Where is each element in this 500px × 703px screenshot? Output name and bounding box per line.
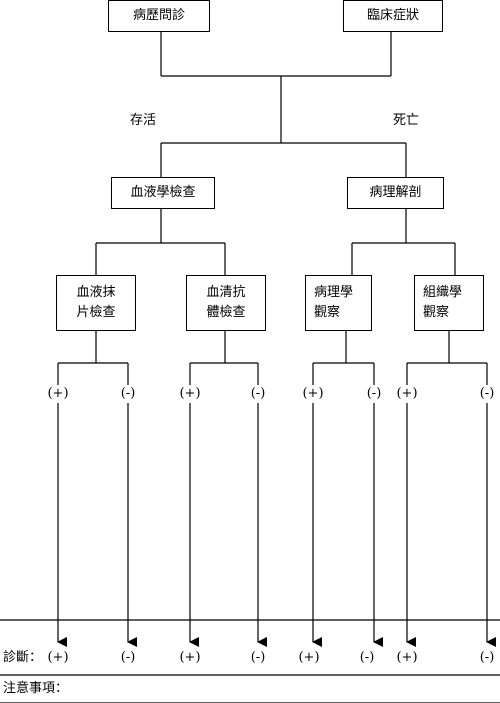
pathologic-observation-line-2: 觀察 [314, 305, 341, 320]
hematology-label: 血液學檢查 [130, 185, 196, 200]
histologic-observation-box: 組織學 觀察 [414, 275, 484, 331]
diagnosis-histologic-negative: (-) [478, 650, 496, 666]
symptoms-label: 臨床症狀 [366, 8, 419, 23]
pathologic-observation-line-1: 病理學 [314, 285, 354, 300]
histologic-observation-line-2: 觀察 [423, 305, 450, 320]
diagnosis-serum-negative: (-) [249, 650, 267, 666]
pathologic-observation-box: 病理學 觀察 [305, 275, 372, 331]
serum-positive-label: (+) [178, 386, 202, 402]
pathology-box: 病理解剖 [347, 177, 444, 209]
diagnosis-histologic-positive: (+) [395, 650, 419, 666]
diagnosis-serum-positive: (+) [178, 650, 202, 666]
diagnosis-pathologic-negative: (-) [358, 650, 376, 666]
serum-antibody-box: 血清抗 體檢查 [186, 275, 266, 331]
serum-antibody-line-2: 體檢查 [206, 305, 246, 320]
alive-label: 存活 [130, 113, 157, 129]
hematology-box: 血液學檢查 [111, 177, 215, 209]
serum-negative-label: (-) [249, 386, 267, 402]
diagnosis-smear-negative: (-) [119, 650, 137, 666]
notes-label: 注意事項： [3, 681, 69, 696]
histologic-observation-line-1: 組織學 [423, 285, 463, 300]
serum-antibody-line-1: 血清抗 [206, 285, 246, 300]
blood-smear-box: 血液抹 片檢查 [56, 275, 136, 331]
pathologic-positive-label: (+) [301, 386, 325, 402]
history-box: 病歷問診 [108, 0, 210, 32]
smear-negative-label: (-) [119, 386, 137, 402]
history-label: 病歷問診 [132, 8, 185, 23]
dead-label: 死亡 [393, 113, 420, 129]
histologic-positive-label: (+) [395, 386, 419, 402]
diagnosis-pathologic-positive: (+) [297, 650, 321, 666]
pathology-label: 病理解剖 [369, 185, 422, 200]
smear-positive-label: (+) [46, 386, 70, 402]
blood-smear-line-2: 片檢查 [76, 305, 116, 320]
symptoms-box: 臨床症狀 [343, 0, 443, 32]
diagnosis-label: 診斷： [3, 650, 43, 665]
diagnosis-smear-positive: (+) [46, 650, 70, 666]
pathologic-negative-label: (-) [365, 386, 383, 402]
blood-smear-line-1: 血液抹 [76, 285, 116, 300]
histologic-negative-label: (-) [478, 386, 496, 402]
